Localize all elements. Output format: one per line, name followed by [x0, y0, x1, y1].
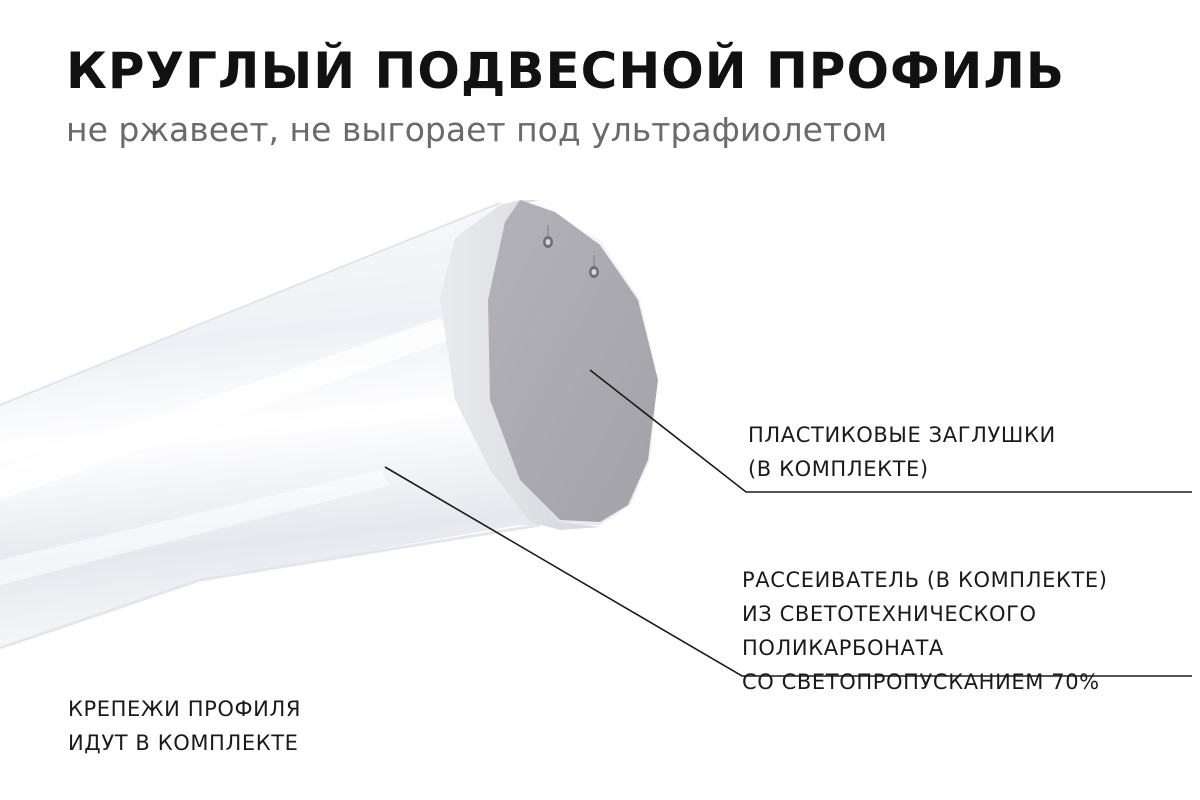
- callout-line: ПОЛИКАРБОНАТА: [742, 636, 944, 660]
- callout-line: ИДУТ В КОМПЛЕКТЕ: [68, 731, 299, 755]
- page-subtitle: не ржавеет, не выгорает под ультрафиолет…: [66, 110, 888, 149]
- end-cap-face: [488, 200, 658, 522]
- callout-line: СО СВЕТОПРОПУСКАНИЕМ 70%: [742, 670, 1100, 694]
- end-cap-rim: [440, 200, 600, 530]
- screw-icon: [589, 255, 599, 278]
- leader-line-plugs: [589, 369, 1192, 493]
- page-title: КРУГЛЫЙ ПОДВЕСНОЙ ПРОФИЛЬ: [66, 42, 1066, 100]
- callout-line: ИЗ СВЕТОТЕХНИЧЕСКОГО: [742, 602, 1037, 626]
- screw-icon: [543, 225, 553, 248]
- leader-line-diffuser: [384, 466, 1192, 677]
- callout-diffuser: РАССЕИВАТЕЛЬ (В КОМПЛЕКТЕ) ИЗ СВЕТОТЕХНИ…: [742, 563, 1108, 699]
- callout-line: (В КОМПЛЕКТЕ): [748, 457, 929, 481]
- callout-line: КРЕПЕЖИ ПРОФИЛЯ: [68, 697, 302, 721]
- callout-line: ПЛАСТИКОВЫЕ ЗАГЛУШКИ: [748, 423, 1056, 447]
- callout-mounts: КРЕПЕЖИ ПРОФИЛЯ ИДУТ В КОМПЛЕКТЕ: [68, 692, 301, 760]
- callout-plastic-plugs: ПЛАСТИКОВЫЕ ЗАГЛУШКИ (В КОМПЛЕКТЕ): [748, 418, 1056, 486]
- callout-line: РАССЕИВАТЕЛЬ (В КОМПЛЕКТЕ): [742, 568, 1108, 592]
